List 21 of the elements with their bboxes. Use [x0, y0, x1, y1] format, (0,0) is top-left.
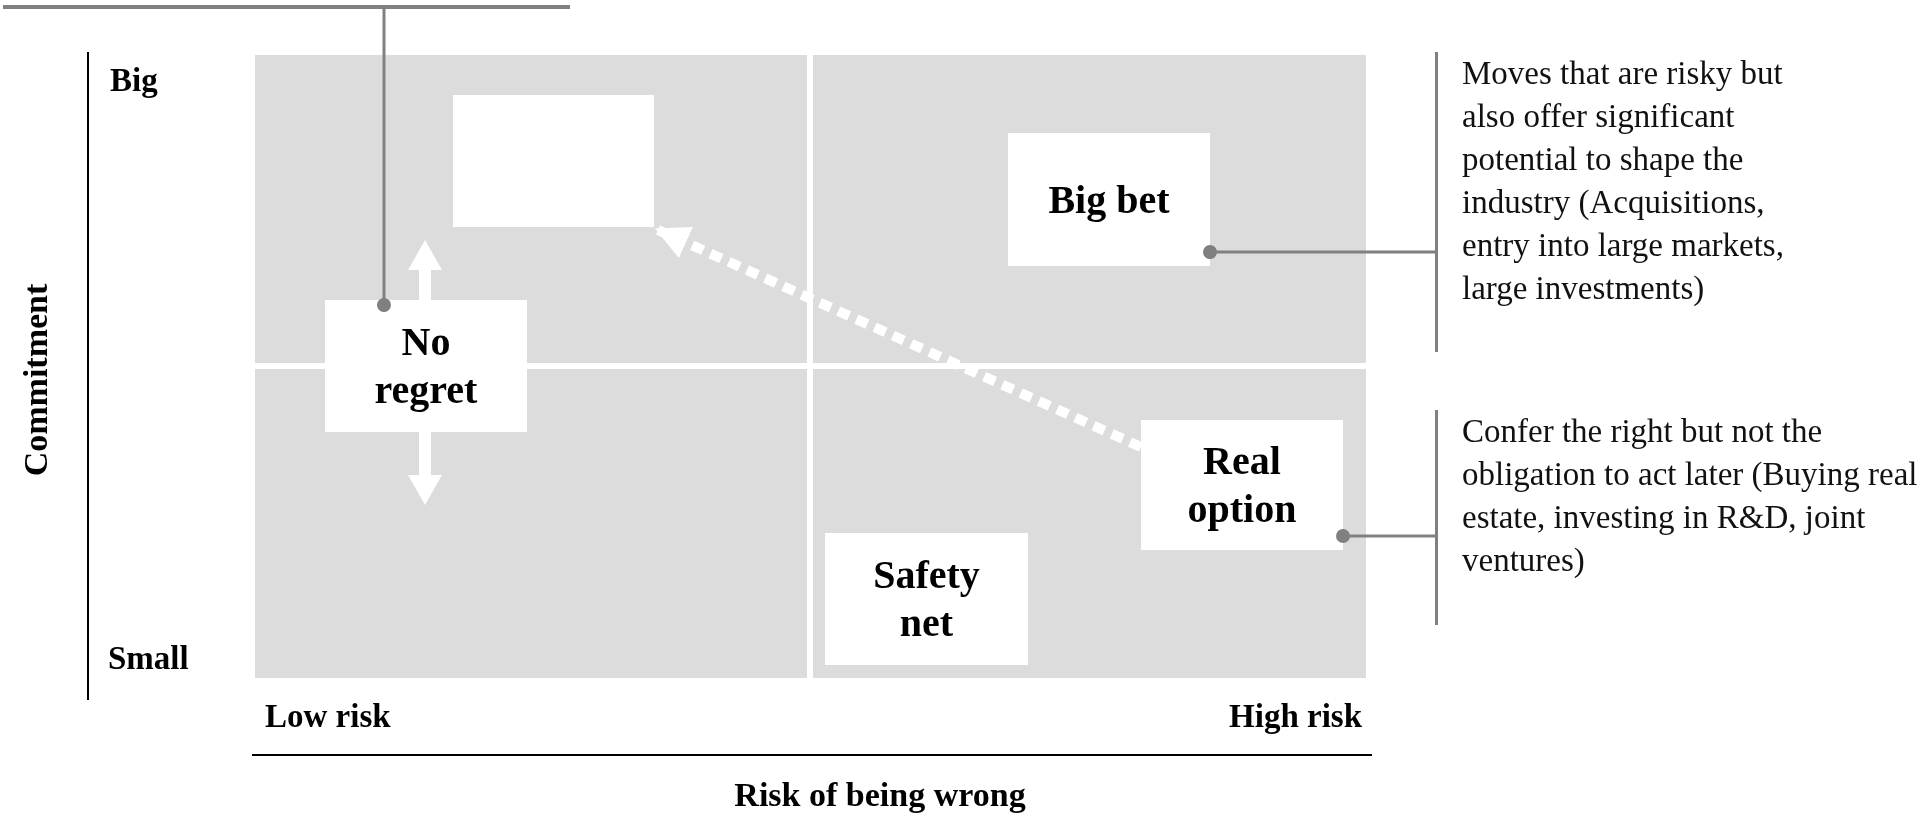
- quadrant-label-box: [325, 300, 527, 432]
- callout-text: Confer the right but not the obligation to act later (Buying real estate, investing in R&D, joint ventures): [1462, 412, 1919, 580]
- axis-tick-label: Low risk: [265, 698, 391, 735]
- leader-line: [377, 9, 391, 312]
- axis-tick-label: High risk: [1229, 698, 1362, 735]
- quadrant-label-box: [1141, 420, 1343, 550]
- quadrant-label: Big bet: [1048, 175, 1170, 224]
- quadrant-label-box: [1008, 133, 1210, 266]
- axis-title: Commitment: [17, 283, 55, 477]
- quadrant-label: No regret: [373, 318, 479, 414]
- quadrant-label: Real option: [1186, 437, 1298, 533]
- axis-title: Risk of being wrong: [734, 776, 1026, 814]
- leader-line: [1336, 528, 1435, 543]
- quadrant-label-box: [825, 533, 1028, 665]
- axis-tick-label: Small: [108, 640, 189, 677]
- dashed-arrow: [654, 225, 1144, 452]
- leader-line: [1203, 245, 1435, 260]
- axis-tick-label: Big: [110, 62, 158, 99]
- empty-box: [453, 95, 654, 227]
- callout-text: Moves that are risky but also offer significant potential to shape the industry (Acquisitions, entry into large markets, large investments): [1462, 54, 1785, 308]
- quadrant-label: Safety net: [872, 551, 981, 647]
